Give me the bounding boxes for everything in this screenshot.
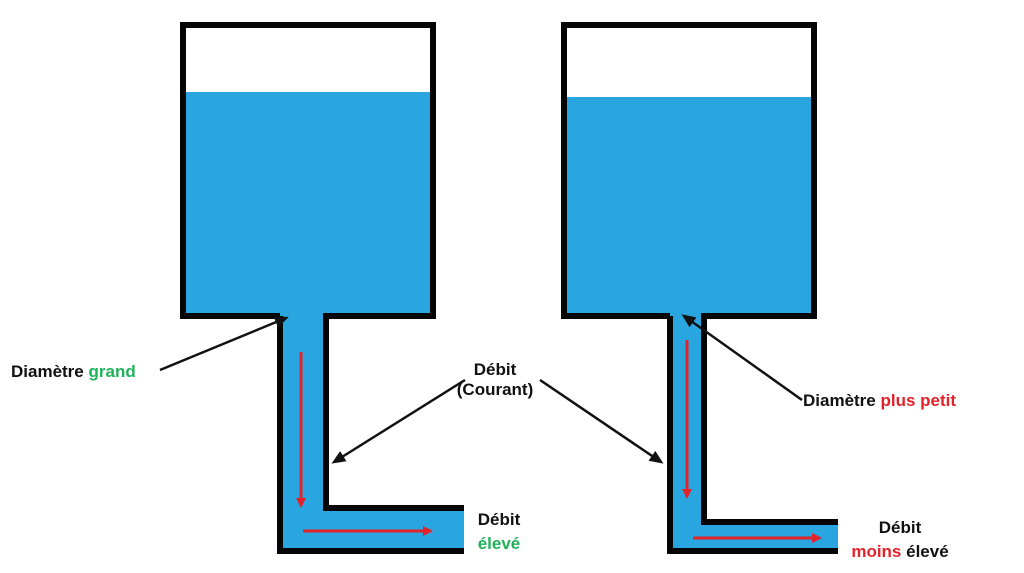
pointer-arrow-center-to-left-pipe [331,378,466,464]
left-pipe-inner-wall [277,316,464,554]
right-flow-result-label: Débit moins élevé [838,518,962,562]
right-flow-result-suffix: élevé [901,542,949,561]
pointer-arrow-center-to-right-pipe [539,378,664,464]
right-flow-result-highlight: moins [851,542,902,561]
right-flow-result-title: Débit [878,518,922,537]
left-system [180,22,464,554]
left-flow-result-title: Débit [477,510,521,529]
left-tank-water [185,92,430,316]
right-diameter-label: Diamètre plus petit [803,391,956,411]
center-flow-line2: (Courant) [456,380,534,399]
right-pipe-water-horizontal [670,522,838,550]
right-flow-result-value: moins élevé [838,542,962,562]
right-pipe-inner-wall [667,316,838,554]
left-flow-result-value: élevé [477,534,521,553]
center-flow-line1: Débit [473,360,517,379]
left-diameter-label: Diamètre grand [11,362,136,382]
right-tank-water [566,97,811,316]
left-flow-result-label: Débit élevé [466,510,532,554]
center-flow-label: Débit (Courant) [440,360,550,400]
left-pipe-water-horizontal [280,508,464,550]
right-diameter-prefix: Diamètre [803,391,881,410]
right-system [561,22,838,554]
left-diameter-highlight: grand [88,362,136,381]
pointer-arrow-left-diameter [159,316,289,372]
right-tank-pipe-outer-wall [561,22,838,525]
pointer-arrow-right-diameter [681,314,803,402]
right-diameter-highlight: plus petit [880,391,957,410]
left-diameter-prefix: Diamètre [11,362,89,381]
left-tank-pipe-outer-wall [180,22,464,511]
